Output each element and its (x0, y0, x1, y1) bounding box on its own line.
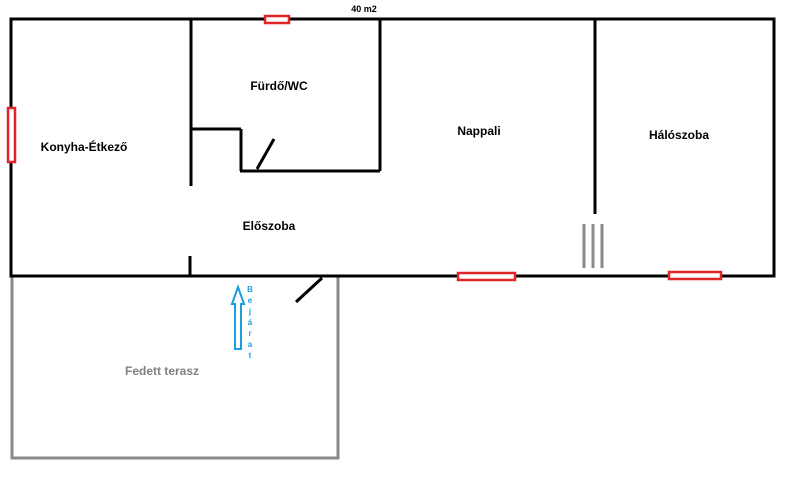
entrance-door (294, 276, 324, 304)
entrance-letter: B (247, 285, 253, 294)
entrance-letter: a (248, 340, 253, 349)
terrace-outline (10, 277, 340, 460)
room-label-living: Nappali (457, 124, 500, 138)
entrance-letter: r (248, 329, 251, 338)
window-left (6, 106, 17, 164)
arrow-up-icon (230, 283, 246, 350)
window-bottom-living (456, 271, 517, 282)
entrance-letter: j (248, 307, 251, 316)
area-label: 40 m2 (351, 4, 377, 14)
bathroom-door (255, 138, 276, 170)
entrance-letter: á (248, 318, 253, 327)
window-bottom-bedroom (667, 270, 723, 281)
room-label-bedroom: Hálószoba (649, 128, 709, 142)
room-label-hall: Előszoba (243, 219, 296, 233)
entrance-letter: e (248, 296, 253, 305)
entrance-label: B e j á r a t (247, 285, 253, 360)
room-label-kitchen: Konyha-Étkező (41, 139, 128, 154)
room-label-bathroom: Fürdő/WC (250, 79, 308, 93)
room-label-terrace: Fedett terasz (125, 364, 199, 378)
window-top (263, 14, 291, 25)
entrance-letter: t (249, 351, 252, 360)
